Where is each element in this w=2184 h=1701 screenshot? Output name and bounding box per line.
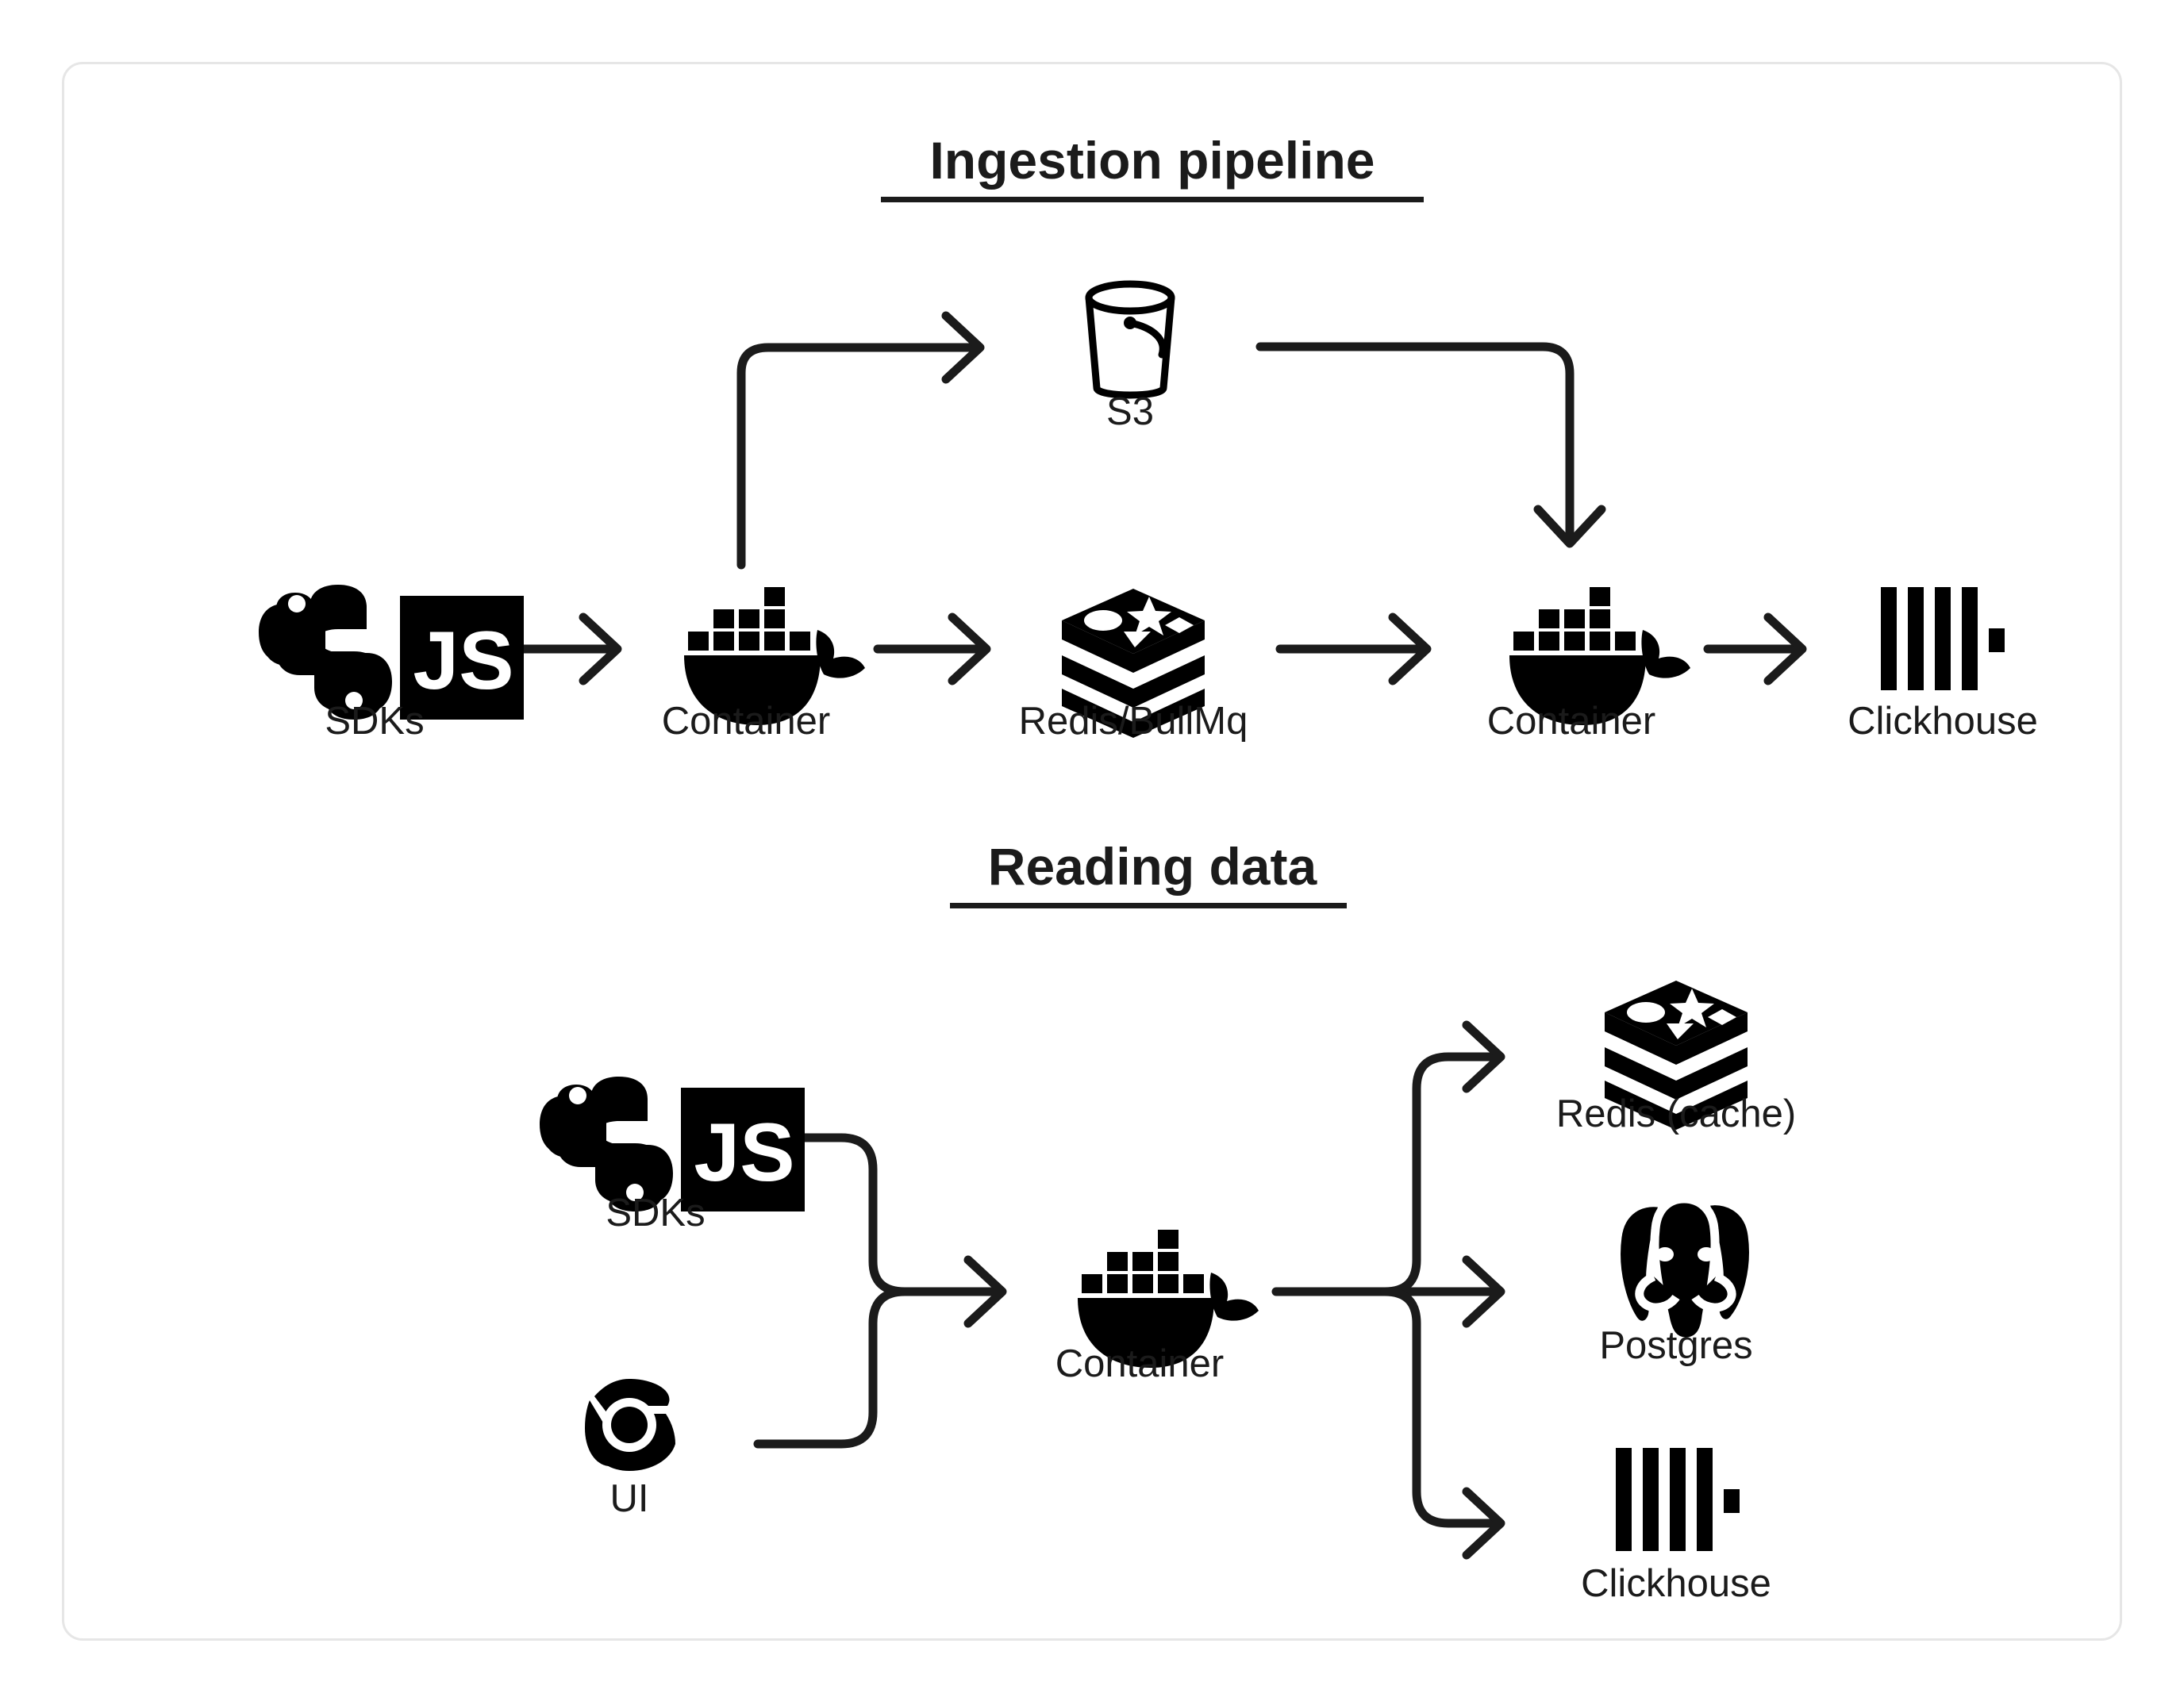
reading-title: Reading data — [950, 837, 1347, 908]
node-postgres-label: Postgres — [1599, 1324, 1752, 1367]
edge-branch-to-redis — [1380, 1052, 1503, 1296]
node-container-ingest-label: Container — [662, 700, 830, 743]
ingestion-title: Ingestion pipeline — [881, 131, 1424, 202]
edge-container-to-redis-head — [948, 612, 991, 685]
python-icon-lower — [275, 618, 383, 720]
node-redis-cache[interactable]: Redis (cache) — [1556, 981, 1796, 1135]
edge-worker-to-clickhouse-head — [1763, 612, 1807, 685]
docker-icon — [1509, 587, 1690, 725]
docker-icon — [684, 587, 865, 725]
reading-title-text: Reading data — [988, 837, 1318, 896]
docker-icon — [1078, 1230, 1259, 1368]
node-redis-cache-label: Redis (cache) — [1556, 1092, 1796, 1135]
node-clickhouse-ingest[interactable]: Clickhouse — [1848, 587, 2038, 743]
node-redis-bullmq[interactable]: Redis/BullMq — [1019, 589, 1248, 743]
node-ui[interactable]: UI — [585, 1379, 675, 1520]
clickhouse-icon — [1616, 1448, 1740, 1551]
edge-merge-to-container-head — [963, 1255, 1007, 1328]
reading-connectors — [753, 1020, 1505, 1560]
python-js-icon: JS — [540, 1077, 805, 1211]
node-container-ingest[interactable]: Container — [662, 587, 865, 743]
edge-container-to-s3 — [736, 343, 982, 570]
node-container-worker-label: Container — [1487, 700, 1655, 743]
js-icon: JS — [681, 1088, 805, 1211]
edge-container-to-s3-head — [941, 311, 985, 384]
s3-bucket-icon — [1085, 280, 1175, 399]
redis-icon — [1605, 981, 1748, 1130]
node-redis-bullmq-label: Redis/BullMq — [1019, 700, 1248, 743]
edge-sdks-to-container-head — [579, 612, 622, 685]
python-icon-lower — [556, 1110, 663, 1211]
js-icon: JS — [400, 596, 524, 720]
node-postgres[interactable]: Postgres — [1599, 1194, 1758, 1367]
node-clickhouse-read-label: Clickhouse — [1581, 1562, 1771, 1605]
ingestion-title-text: Ingestion pipeline — [929, 131, 1375, 190]
python-js-icon: JS — [259, 585, 524, 720]
node-s3-label: S3 — [1106, 390, 1154, 433]
js-icon-text: JS — [694, 1107, 794, 1199]
node-sdks-ingest[interactable]: JS SDKs — [259, 585, 524, 743]
node-container-read-label: Container — [1055, 1342, 1224, 1385]
edge-sdks-merge — [753, 1133, 909, 1296]
chrome-icon — [585, 1379, 675, 1471]
edge-branch-to-redis-head — [1462, 1020, 1505, 1093]
edge-s3-to-worker — [1255, 342, 1575, 546]
node-sdks-read-label: SDKs — [606, 1192, 705, 1234]
node-sdks-ingest-label: SDKs — [325, 700, 424, 743]
ingestion-title-underline — [881, 197, 1424, 202]
redis-icon — [1062, 589, 1205, 738]
ingestion-connectors — [507, 311, 1807, 685]
node-sdks-read[interactable]: JS SDKs — [540, 1077, 805, 1234]
edge-branch-to-postgres-head — [1462, 1255, 1505, 1328]
node-s3[interactable]: S3 — [1085, 280, 1175, 433]
reading-title-underline — [950, 903, 1347, 908]
postgres-icon — [1612, 1194, 1758, 1346]
edge-ui-merge — [753, 1287, 909, 1449]
edge-s3-to-worker-head — [1533, 505, 1606, 548]
js-icon-text: JS — [413, 615, 513, 707]
node-ui-label: UI — [610, 1477, 649, 1520]
clickhouse-icon — [1881, 587, 2005, 690]
node-clickhouse-read[interactable]: Clickhouse — [1581, 1448, 1771, 1605]
node-container-worker[interactable]: Container — [1487, 587, 1690, 743]
edge-branch-to-clickhouse — [1380, 1287, 1503, 1528]
edge-redis-to-worker-head — [1388, 612, 1432, 685]
node-container-read[interactable]: Container — [1055, 1230, 1259, 1385]
edge-branch-to-clickhouse-head — [1462, 1487, 1505, 1560]
node-clickhouse-ingest-label: Clickhouse — [1848, 700, 2038, 743]
